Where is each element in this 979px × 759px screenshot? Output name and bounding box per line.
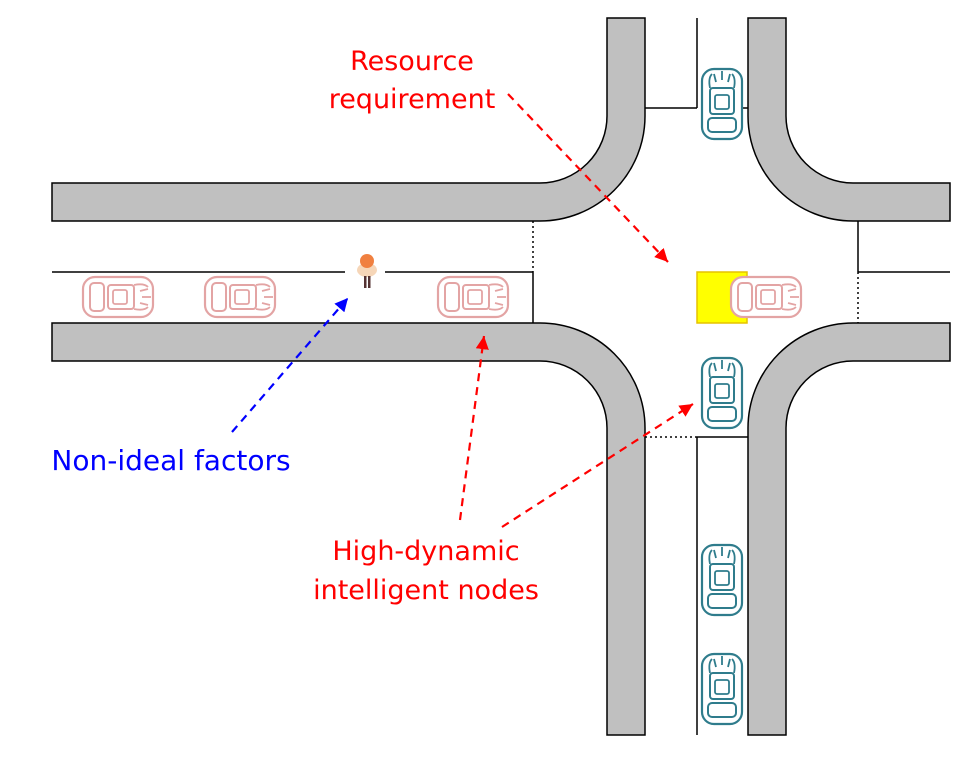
car-icon <box>700 543 744 617</box>
car-icon <box>436 275 510 319</box>
curb-top-right <box>747 17 951 222</box>
annotation-arrows <box>231 93 694 528</box>
road-network <box>51 17 951 736</box>
arrow-highdyn-left <box>458 335 489 521</box>
car-icon <box>81 275 155 319</box>
arrow-resource <box>507 93 669 263</box>
label-nonideal: Non-ideal factors <box>51 444 290 477</box>
car-icon <box>700 356 744 430</box>
curb-bottom-right <box>747 322 951 736</box>
car-icon <box>729 275 803 319</box>
arrow-highdyn-right <box>501 403 694 528</box>
curb-top-left <box>51 17 646 222</box>
car-icon <box>700 652 744 726</box>
car-icon <box>203 275 277 319</box>
curb-bottom-left <box>51 322 646 736</box>
pink-cars <box>81 275 510 319</box>
pedestrian-icon <box>357 254 377 288</box>
label-highdyn-line1: High-dynamic <box>332 536 519 567</box>
arrow-nonideal <box>231 297 349 433</box>
label-highdyn-line2: intelligent nodes <box>313 575 539 606</box>
car-icon <box>700 67 744 141</box>
label-resource-line2: requirement <box>329 84 496 115</box>
teal-cars <box>700 67 744 726</box>
label-resource-line1: Resource <box>350 46 474 77</box>
